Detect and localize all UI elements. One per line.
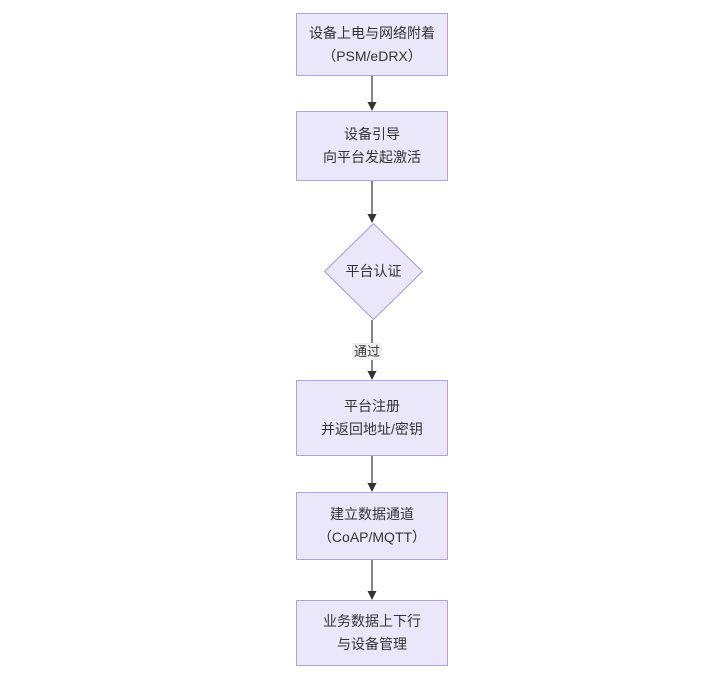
node-device-bootstrap-activation[interactable]: 设备引导 向平台发起激活 bbox=[296, 111, 448, 181]
node-line: 平台认证 bbox=[345, 263, 402, 279]
node-device-power-on-network-attach[interactable]: 设备上电与网络附着 （PSM/eDRX） bbox=[296, 13, 448, 76]
node-line: 设备上电与网络附着 bbox=[309, 24, 435, 41]
node-establish-data-channel[interactable]: 建立数据通道 （CoAP/MQTT） bbox=[296, 492, 448, 560]
node-line: （CoAP/MQTT） bbox=[317, 529, 427, 545]
edge-label-pass: 通过 bbox=[352, 343, 383, 360]
node-line: 并返回地址/密钥 bbox=[321, 421, 423, 437]
node-line: 向平台发起激活 bbox=[323, 149, 421, 165]
node-line: 与设备管理 bbox=[337, 636, 407, 652]
diamond-shape-icon bbox=[324, 223, 423, 320]
node-line: 建立数据通道 bbox=[330, 506, 414, 522]
node-line: （PSM/eDRX） bbox=[322, 47, 422, 64]
node-line: 平台注册 bbox=[344, 398, 400, 414]
node-platform-registration-return-address-key[interactable]: 平台注册 并返回地址/密钥 bbox=[296, 380, 448, 456]
node-platform-authentication-decision[interactable]: 平台认证 bbox=[324, 223, 423, 320]
node-business-data-uplink-downlink-device-management[interactable]: 业务数据上下行 与设备管理 bbox=[296, 600, 448, 666]
node-line: 业务数据上下行 bbox=[323, 613, 421, 629]
node-label-wrapper: 平台认证 bbox=[324, 223, 423, 320]
node-line: 设备引导 bbox=[344, 126, 400, 142]
